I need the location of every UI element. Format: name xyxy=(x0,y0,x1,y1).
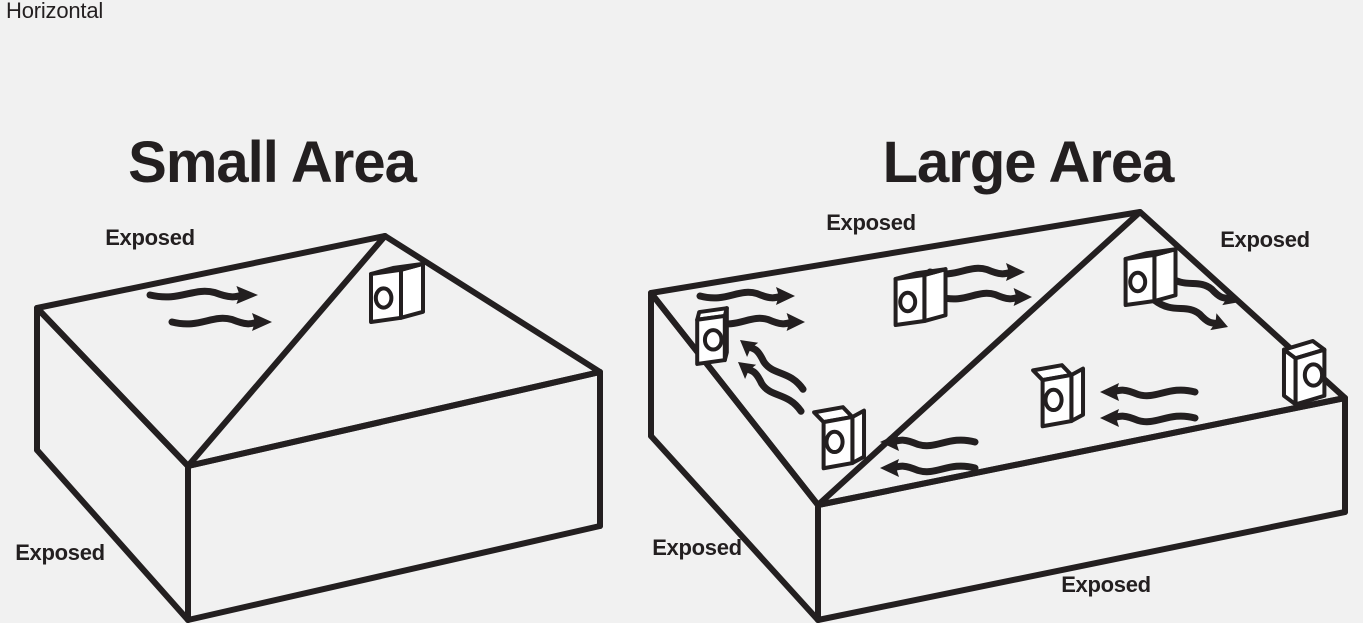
small-area-edge-bottom-left xyxy=(34,447,191,623)
airflow-arrow-topright-a-stem xyxy=(926,264,1016,278)
fan-unit-large-frontmid-fan-opening-icon xyxy=(1043,387,1064,413)
fan-unit-small-back[interactable] xyxy=(369,261,425,324)
airflow-arrow-topleft-b-head-icon xyxy=(738,362,757,379)
fan-unit-large-topmid-side-face xyxy=(922,267,948,324)
fan-unit-large-frontleft[interactable] xyxy=(812,405,867,471)
airflow-arrow-rightwall-a-head-icon xyxy=(1222,288,1240,306)
airflow-arrow-topleft-a xyxy=(740,340,807,393)
airflow-arrow-topleft-a-head-icon xyxy=(740,340,759,357)
airflow-arrow-lower xyxy=(168,313,272,331)
panel-title-small-area: Small Area xyxy=(128,130,417,195)
airflow-arrow-upper-head-icon xyxy=(236,286,258,304)
airflow-arrow-rightwall-a xyxy=(1163,271,1240,306)
exposed-label-small-area-0: Exposed xyxy=(105,225,195,250)
airflow-arrow-frontmid-a xyxy=(1100,383,1199,401)
large-area-interior-floor-left xyxy=(648,290,821,508)
fan-unit-large-topmid-fan-opening-icon xyxy=(898,290,918,314)
exposed-label-large-area-0: Exposed xyxy=(826,210,916,235)
airflow-arrow-rightwall-b-stem xyxy=(1151,296,1222,327)
airflow-arrow-topleft-a-stem xyxy=(745,343,807,393)
fan-unit-large-topright-fan-opening-icon xyxy=(1128,270,1148,294)
airflow-arrow-lower-stem xyxy=(168,314,262,328)
fan-unit-large-topright-side-face xyxy=(1152,247,1178,304)
fan-unit-large-rightwall[interactable] xyxy=(1281,339,1327,407)
airflow-arrow-frontmid-b-head-icon xyxy=(1100,409,1119,427)
large-area-front-wall-face xyxy=(818,398,1345,620)
fan-unit-small-back-side-face xyxy=(399,261,425,320)
fan-unit-large-topleft[interactable] xyxy=(695,306,729,366)
airflow-arrow-topright-b xyxy=(936,288,1032,306)
large-area-interior-diagonal-left xyxy=(815,209,1143,508)
airflow-arrow-lower-head-icon xyxy=(252,313,272,331)
airflow-arrow-topmid-b xyxy=(709,313,805,331)
small-area-front-wall-face xyxy=(188,372,600,620)
airflow-arrow-topmid-b-head-icon xyxy=(786,313,805,331)
panel-title-large-area: Large Area xyxy=(883,130,1176,195)
large-area-interior-floor-right xyxy=(815,395,1348,508)
airflow-arrow-topmid-a-head-icon xyxy=(776,287,795,305)
airflow-arrow-frontmid-b xyxy=(1100,409,1199,427)
fan-unit-large-topmid[interactable] xyxy=(893,267,948,328)
airflow-arrow-frontmid-a-head-icon xyxy=(1100,383,1119,401)
airflow-arrow-upper-stem xyxy=(146,287,247,301)
exposed-label-small-area-1: Exposed xyxy=(15,540,105,565)
airflow-arrow-frontleft-a-stem xyxy=(889,436,979,450)
airflow-arrow-frontmid-a-stem xyxy=(1109,386,1199,400)
airflow-arrow-topright-a-head-icon xyxy=(1006,263,1025,281)
airflow-arrow-frontleft-b xyxy=(880,459,979,477)
airflow-arrow-frontleft-a xyxy=(880,433,979,451)
airflow-arrow-frontleft-a-head-icon xyxy=(880,433,899,451)
fan-unit-large-topleft-fan-opening-icon xyxy=(702,328,724,352)
small-area-interior-diagonal-left xyxy=(185,233,388,469)
airflow-arrow-topleft-b xyxy=(738,362,805,415)
airflow-arrow-topright-a xyxy=(926,263,1025,281)
exposed-label-large-area-3: Exposed xyxy=(1061,572,1151,597)
fan-unit-large-topright[interactable] xyxy=(1123,247,1178,308)
small-area-interior-floor-left xyxy=(34,305,191,469)
fan-unit-small-back-fan-opening-icon xyxy=(373,286,394,310)
page-title: Horizontal xyxy=(6,0,104,23)
airflow-arrow-upper xyxy=(146,286,258,304)
exposed-label-large-area-1: Exposed xyxy=(1220,227,1310,252)
fan-unit-large-rightwall-fan-opening-icon xyxy=(1302,362,1325,388)
small-area-interior-floor-right xyxy=(185,369,603,469)
airflow-arrow-topmid-a xyxy=(696,287,795,305)
large-area-edge-bottom-right xyxy=(815,509,1348,623)
airflow-arrow-frontleft-b-head-icon xyxy=(880,459,899,477)
airflow-arrow-topright-b-stem xyxy=(936,289,1023,303)
airflow-arrow-topmid-a-stem xyxy=(696,288,786,302)
exposed-label-large-area-2: Exposed xyxy=(652,535,742,560)
airflow-arrow-rightwall-a-stem xyxy=(1163,271,1234,302)
large-area-edge-bottom-left xyxy=(648,433,821,623)
fan-unit-large-frontleft-fan-opening-icon xyxy=(824,429,845,455)
large-area-left-wall-face xyxy=(651,293,818,620)
airflow-arrow-topright-b-head-icon xyxy=(1013,288,1032,306)
airflow-arrow-frontleft-b-stem xyxy=(889,462,979,476)
small-area-left-wall-face xyxy=(37,308,188,620)
airflow-arrow-frontmid-b-stem xyxy=(1109,412,1199,426)
airflow-arrow-topleft-b-stem xyxy=(743,365,805,415)
airflow-arrow-rightwall-b xyxy=(1151,296,1228,331)
small-area-edge-bottom-right xyxy=(185,523,603,623)
fan-unit-large-frontmid[interactable] xyxy=(1031,363,1086,429)
airflow-arrow-rightwall-b-head-icon xyxy=(1210,313,1228,331)
airflow-arrow-topmid-b-stem xyxy=(709,314,796,328)
